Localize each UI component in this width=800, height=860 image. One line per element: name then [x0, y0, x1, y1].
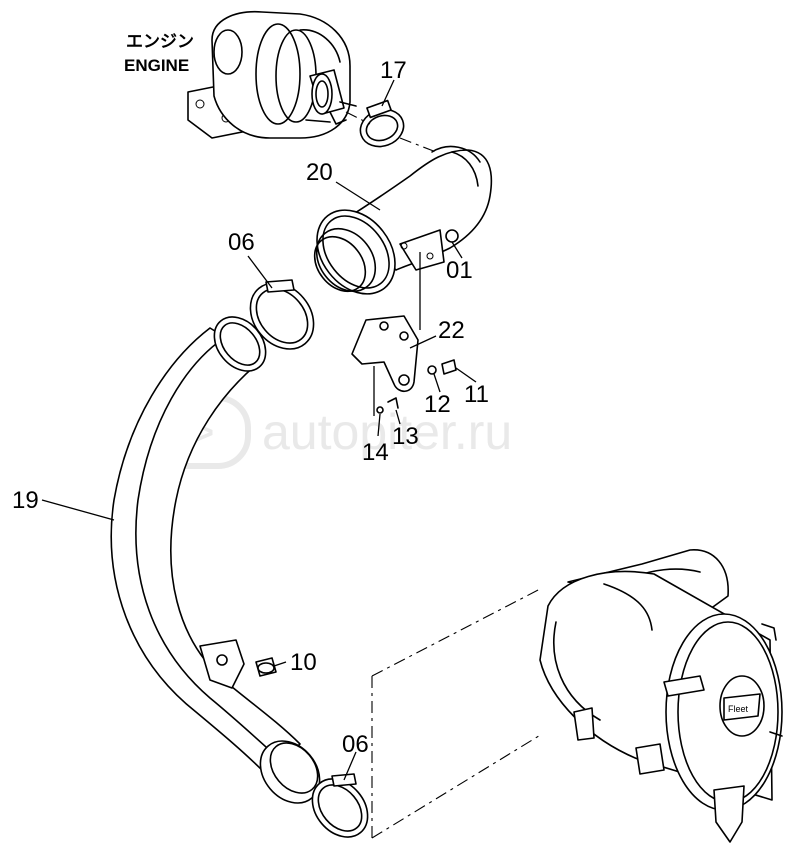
- bracket-22: [351, 252, 457, 416]
- leader-10: [273, 661, 287, 667]
- filter-badge-text: Fleet: [728, 704, 749, 714]
- hose-19: [110, 316, 321, 804]
- callout-01: 01: [446, 257, 473, 284]
- callout-13: 13: [392, 423, 419, 450]
- leader-13: [395, 409, 401, 425]
- callout-06-upper: 06: [228, 229, 255, 256]
- callout-10: 10: [290, 649, 317, 676]
- callout-06-lower: 06: [342, 731, 369, 758]
- leader-11: [455, 367, 477, 383]
- leader-22: [409, 335, 437, 349]
- leader-17: [381, 79, 395, 107]
- elbow-hose-20: [313, 145, 493, 295]
- leader-19: [41, 499, 115, 521]
- leader-12: [433, 373, 441, 393]
- clamp-06-upper: [249, 279, 315, 350]
- callout-12: 12: [424, 391, 451, 418]
- callout-20: 20: [306, 159, 333, 186]
- callout-14: 14: [362, 439, 389, 466]
- callout-22: 22: [438, 317, 465, 344]
- engine-turbo: [187, 10, 357, 139]
- connection-line: [371, 733, 543, 839]
- leader-20: [335, 181, 381, 211]
- leader-06-lower: [343, 751, 357, 781]
- callout-17: 17: [380, 57, 407, 84]
- engine-label-en: ENGINE: [124, 56, 189, 75]
- bolt-10: [255, 657, 277, 677]
- leader-14: [377, 413, 381, 437]
- leader-01: [451, 241, 463, 259]
- clamp-17: [345, 99, 437, 153]
- air-cleaner: Fleet: [539, 549, 783, 843]
- connection-line: [371, 587, 543, 677]
- callout-11: 11: [464, 381, 489, 408]
- engine-label-jp: エンジン: [126, 32, 194, 51]
- callout-19: 19: [12, 487, 39, 514]
- watermark-text: autopiter.ru: [262, 404, 512, 460]
- leader-06-upper: [247, 255, 273, 289]
